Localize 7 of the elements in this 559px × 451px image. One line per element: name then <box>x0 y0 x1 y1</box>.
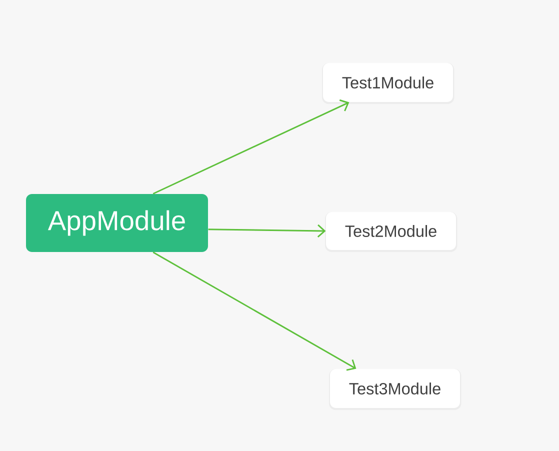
module-box: Test1Module <box>322 63 454 104</box>
module-box: Test3Module <box>329 369 462 410</box>
arrow <box>208 224 326 238</box>
module-box: Test2Module <box>325 212 458 252</box>
arrow <box>152 99 350 194</box>
arrow <box>152 252 356 371</box>
module-box: AppModule <box>26 194 208 252</box>
